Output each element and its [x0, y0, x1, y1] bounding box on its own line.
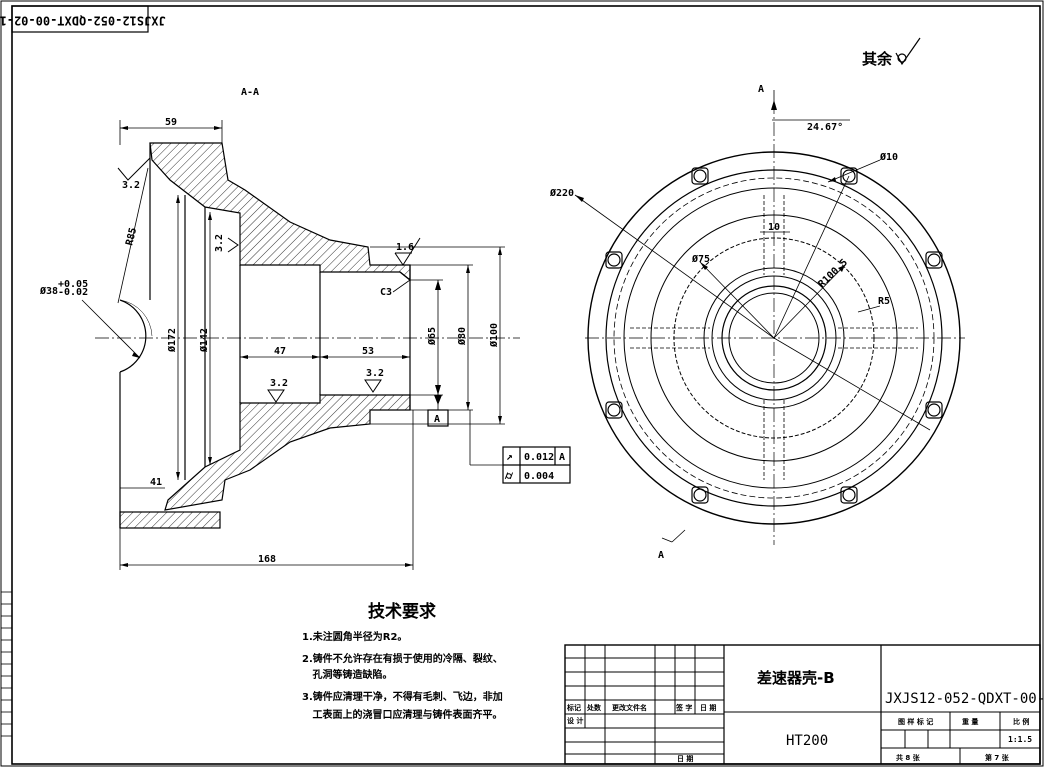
lower-section-hatch — [164, 394, 411, 511]
roughness-symbol-1: 3.2 — [117, 157, 151, 191]
dim-59: 59 — [165, 117, 177, 128]
dim-d65: Ø65 — [426, 327, 438, 346]
flange-foot-hatch — [119, 511, 221, 529]
dim-d80: Ø80 — [456, 327, 468, 346]
svg-text:3.2: 3.2 — [122, 180, 140, 191]
roughness-note: 其余 — [862, 50, 893, 68]
roughness-symbol-2: 3.2 — [214, 234, 239, 253]
design-label: 设 计 — [567, 716, 583, 725]
dim-53: 53 — [362, 346, 374, 357]
svg-text:3.2: 3.2 — [270, 378, 288, 389]
tech-req-item-2: 2.铸件不允许存在有损于使用的冷隔、裂纹、 — [302, 652, 503, 665]
upper-section-hatch — [149, 142, 411, 282]
total-sheets: 共 8 张 — [896, 753, 921, 762]
tech-req-item-1: 1.未注圆角半径为R2。 — [302, 630, 407, 643]
material: HT200 — [786, 733, 828, 749]
rev-header-count: 处数 — [586, 703, 602, 712]
view-mark-top: A — [758, 84, 764, 95]
left-margin-ticks — [1, 591, 12, 737]
dim-r85: R85 — [124, 227, 139, 247]
dim-d100: Ø100 — [488, 323, 500, 348]
dim-w10: 10 — [768, 222, 780, 233]
dim-d75: Ø75 — [691, 253, 710, 265]
weight-label: 重 量 — [962, 717, 978, 726]
dim-d172: Ø172 — [166, 328, 178, 353]
svg-text:3.2: 3.2 — [366, 368, 384, 379]
sheet-number: 第 7 张 — [985, 753, 1010, 762]
corner-label-box — [11, 5, 149, 33]
tolerance-frame — [502, 446, 571, 484]
dim-41: 41 — [150, 477, 162, 488]
tech-req-item-3b: 工表面上的浇冒口应清理与铸件表面齐平。 — [302, 708, 502, 721]
stage-label: 图 样 标 记 — [898, 717, 933, 726]
corner-label: JXJS12-052-QDXT-00-02-11 — [0, 14, 166, 28]
roughness-symbol-4: 3.2 — [267, 378, 288, 403]
view-mark-bottom: A — [658, 550, 664, 561]
dim-r5: R5 — [878, 296, 890, 307]
dim-47: 47 — [274, 346, 286, 357]
dim-angle: 24.67° — [807, 122, 843, 133]
svg-text:3.2: 3.2 — [214, 234, 225, 252]
tech-req-title: 技术要求 — [368, 601, 436, 622]
rev-header-date: 日 期 — [700, 703, 716, 712]
tech-req-item-2b: 孔洞等铸造缺陷。 — [302, 668, 392, 681]
dim-d38: Ø38 — [39, 285, 58, 297]
dim-d220: Ø220 — [549, 187, 574, 199]
tolerance-row1-value: 0.012 — [524, 452, 554, 463]
dim-168: 168 — [258, 554, 276, 565]
tolerance-row2-value: 0.004 — [524, 471, 554, 482]
section-view: 59 41 168 47 53 R85 Ø38 +0.05 -0.02 Ø172… — [39, 117, 571, 570]
tolerance-row1-symbol: ↗ — [506, 450, 513, 463]
rev-header-doc: 更改文件名 — [612, 703, 647, 712]
dim-d142: Ø142 — [198, 328, 210, 353]
scale-value: 1:1.5 — [1008, 735, 1032, 744]
dim-d38-tol-lower: -0.02 — [58, 287, 88, 298]
drawing-number: JXJS12-052-QDXT-00-02-11 — [885, 691, 1045, 707]
svg-text:1.6: 1.6 — [396, 242, 414, 253]
rev-header-mark: 标记 — [566, 703, 581, 712]
rev-header-sign: 签 字 — [675, 703, 692, 712]
dim-r100: R100.5 — [816, 257, 850, 290]
roughness-symbol-3: 1.6 — [394, 237, 421, 266]
datum-a-label: A — [434, 414, 440, 425]
part-name: 差速器壳-B — [757, 669, 835, 687]
roughness-symbol-5: 3.2 — [364, 368, 384, 393]
scale-label: 比 例 — [1013, 717, 1029, 726]
inner-border — [11, 5, 1041, 765]
section-label: A-A — [241, 87, 259, 98]
dim-d38-tol-upper: +0.05 — [58, 279, 88, 290]
tolerance-row2-symbol: ⌭ — [504, 469, 514, 482]
datum-a-box — [427, 409, 449, 427]
roughness-symbol-general — [895, 37, 921, 66]
dim-d10: Ø10 — [879, 151, 898, 163]
tech-req-item-3: 3.铸件应清理干净，不得有毛刺、飞边，非加 — [302, 690, 503, 703]
dim-c3: C3 — [380, 287, 392, 298]
date-label: 日 期 — [677, 754, 693, 763]
end-view — [574, 90, 965, 545]
tolerance-row1-datum: A — [559, 452, 565, 463]
title-block — [564, 644, 1041, 765]
